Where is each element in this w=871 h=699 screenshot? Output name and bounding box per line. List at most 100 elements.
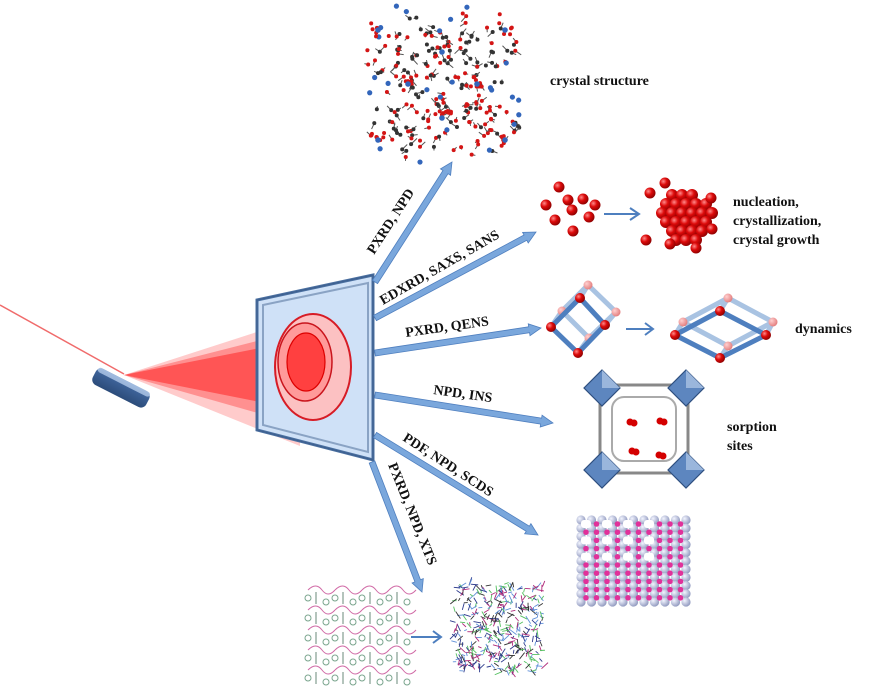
atom bbox=[396, 51, 401, 56]
network-bond bbox=[520, 615, 528, 620]
atom bbox=[489, 41, 494, 46]
guest-site bbox=[593, 537, 600, 544]
network-bond bbox=[529, 658, 536, 661]
framework-link bbox=[559, 308, 592, 341]
atom bbox=[421, 116, 426, 121]
guest-site bbox=[583, 570, 589, 576]
atom bbox=[414, 15, 419, 20]
guest-site bbox=[614, 521, 621, 527]
lattice-atom bbox=[681, 540, 691, 550]
network-bond bbox=[507, 612, 515, 617]
lattice-atom bbox=[660, 572, 670, 583]
network-bond bbox=[493, 639, 498, 644]
network-bond bbox=[454, 631, 459, 638]
network-bond bbox=[463, 664, 467, 673]
atom bbox=[394, 63, 399, 68]
lattice-atom bbox=[576, 572, 586, 583]
guest-site bbox=[604, 545, 610, 552]
lattice-atom bbox=[670, 589, 681, 599]
guest-site bbox=[614, 570, 621, 576]
network-bond bbox=[510, 636, 519, 641]
network-bond bbox=[459, 647, 466, 653]
lattice-atom bbox=[639, 589, 649, 599]
lattice-atom bbox=[660, 548, 670, 558]
network-bond bbox=[505, 619, 508, 624]
network-bond bbox=[484, 596, 487, 602]
sphere bbox=[696, 225, 708, 237]
lattice-atom bbox=[660, 523, 670, 533]
network-bond bbox=[507, 613, 514, 619]
sorption-framework-icon bbox=[583, 369, 705, 489]
guest-site bbox=[625, 586, 631, 593]
network-bond bbox=[361, 645, 390, 655]
atom bbox=[501, 134, 506, 139]
atom bbox=[463, 71, 468, 76]
atom bbox=[497, 12, 502, 17]
guest-site bbox=[604, 562, 610, 568]
network-bond bbox=[538, 594, 544, 602]
atom bbox=[414, 110, 419, 115]
sphere bbox=[567, 225, 579, 237]
lattice-atom bbox=[618, 581, 628, 591]
metal-atom bbox=[424, 87, 430, 93]
atom bbox=[478, 106, 483, 111]
guest-site bbox=[614, 537, 621, 544]
network-bond bbox=[521, 636, 530, 638]
network-bond bbox=[497, 667, 504, 670]
network-bond bbox=[508, 670, 515, 672]
lattice-atom bbox=[618, 572, 628, 583]
guest-site bbox=[667, 537, 673, 544]
network-bond bbox=[490, 594, 493, 602]
network-bond bbox=[514, 645, 522, 650]
atom bbox=[497, 21, 502, 26]
guest-site bbox=[677, 586, 684, 593]
guest-site bbox=[667, 586, 673, 593]
guest-site bbox=[593, 554, 600, 560]
network-bond bbox=[470, 654, 473, 660]
network-bond bbox=[483, 628, 492, 634]
framework-link bbox=[717, 332, 769, 361]
network-bond bbox=[521, 608, 527, 611]
network-bond bbox=[516, 623, 519, 633]
network-bond bbox=[525, 648, 534, 655]
network-bond bbox=[511, 593, 517, 599]
atom bbox=[390, 120, 395, 125]
guest-site bbox=[667, 521, 673, 527]
network-bond bbox=[498, 653, 501, 663]
atom bbox=[464, 61, 469, 66]
lattice-atom bbox=[649, 581, 660, 591]
network-bond bbox=[486, 665, 492, 668]
guest-site bbox=[677, 595, 684, 601]
network-bond bbox=[456, 623, 461, 632]
network-bond bbox=[486, 614, 490, 620]
network-node bbox=[403, 618, 411, 626]
network-node bbox=[385, 614, 393, 622]
atom bbox=[459, 86, 464, 91]
atom bbox=[386, 33, 391, 38]
metal-atom bbox=[417, 159, 423, 165]
atom bbox=[448, 111, 453, 116]
lattice-atom bbox=[681, 515, 691, 525]
network-bond bbox=[485, 643, 490, 651]
lattice-atom bbox=[628, 589, 639, 599]
pore bbox=[581, 536, 591, 545]
guest-site bbox=[656, 521, 663, 527]
lattice-atom bbox=[607, 597, 618, 607]
atom bbox=[493, 112, 498, 117]
atom bbox=[460, 31, 465, 36]
atom bbox=[509, 50, 514, 55]
network-bond bbox=[539, 611, 543, 620]
atom bbox=[483, 63, 488, 68]
caption-line: dynamics bbox=[795, 322, 852, 337]
lattice-atom bbox=[681, 572, 691, 583]
atom bbox=[418, 144, 423, 149]
network-bond bbox=[497, 651, 500, 657]
network-bond bbox=[482, 647, 487, 655]
network-bond bbox=[497, 638, 502, 645]
atom bbox=[389, 108, 394, 113]
framework-link bbox=[577, 295, 608, 328]
sphere bbox=[690, 234, 702, 246]
lattice-atom bbox=[670, 540, 681, 550]
network-bond bbox=[523, 642, 527, 647]
